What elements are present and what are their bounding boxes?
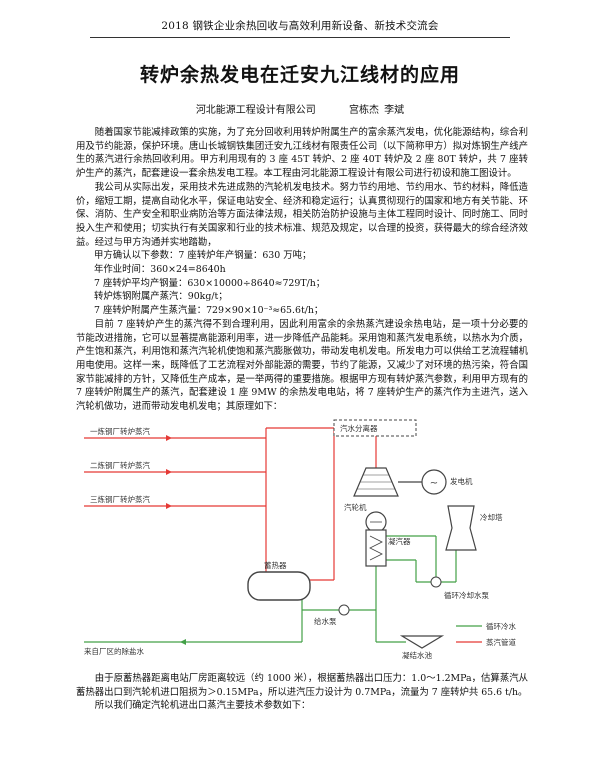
bottom-text: 由于原蓄热器距离电站厂房距离较远（约 1000 米），根据蓄热器出口压力：1.0… [76,672,528,713]
param-line: 甲方确认以下参数：7 座转炉年产钢量：630 万吨； [94,250,312,262]
label-steam3: 三炼钢厂转炉蒸汽 [90,494,150,504]
turbine-blades [357,474,395,490]
arrow-icon [166,469,172,475]
body-text: 随着国家节能减排政策的实施，为了充分回收利用转炉附属生产的富余蒸汽发电，优化能源… [76,126,528,414]
cooling-pump-icon [430,576,442,588]
label-condenser: 凝汽器 [388,536,411,546]
author-names: 宫栋杰 李斌 [349,105,405,116]
steam-lines [84,427,377,581]
label-cooling-tower: 冷却塔 [480,512,503,522]
paragraph-principle: 目前 7 座转炉产生的蒸汽得不到合理利用，因此利用富余的余热蒸汽建设余热电站，是… [76,318,528,413]
process-diagram: ~ 一炼钢厂转炉蒸汽 二炼钢厂转炉蒸汽 三炼钢厂转炉蒸汽 汽水分离器 汽轮机 发… [84,419,516,660]
diagram-labels: 一炼钢厂转炉蒸汽 二炼钢厂转炉蒸汽 三炼钢厂转炉蒸汽 汽水分离器 汽轮机 发电机… [84,423,516,660]
arrow-icon [166,503,172,509]
generator-icon [421,469,447,495]
header-rule [90,37,510,38]
feed-pump-icon [338,604,350,616]
separator-box [333,419,417,437]
cooling-tower-icon [445,505,477,551]
generator-symbol: ~ [430,478,438,489]
condenser-shell [365,529,387,567]
paragraph-pressure: 由于原蓄热器距离电站厂房距离较远（约 1000 米），根据蓄热器出口压力：1.0… [76,673,528,698]
author-company: 河北能源工程设计有限公司 [195,105,316,116]
label-generator: 发电机 [450,476,473,486]
separator [333,419,417,437]
arrow-icon [180,639,186,645]
label-accumulator: 蓄热器 [264,560,287,570]
label-feed-pump: 给水泵 [314,616,337,626]
param-line: 年作业时间：360×24=8640h [94,264,226,276]
label-steam1: 一炼钢厂转炉蒸汽 [90,426,150,436]
legend-steam-label: 蒸汽管道 [486,637,516,647]
label-supply: 来自厂区的除盐水 [84,646,144,656]
paragraph-intro: 随着国家节能减排政策的实施，为了充分回收利用转炉附属生产的富余蒸汽发电，优化能源… [76,127,528,180]
tank-icon [399,635,445,649]
running-header: 2018 钢铁企业余热回收与高效利用新设备、新技术交流会 [161,20,439,32]
author-line: 河北能源工程设计有限公司 宫栋杰 李斌 [0,101,600,116]
label-separator: 汽水分离器 [340,423,378,433]
accumulator-icon [247,571,311,601]
condenser-coil [369,535,383,561]
label-tank: 凝结水池 [402,650,432,660]
paragraph-params-intro: 所以我们确定汽轮机进出口蒸汽主要技术参数如下： [94,700,311,712]
paper-title: 转炉余热发电在迁安九江线材的应用 [139,64,460,86]
label-turbine: 汽轮机 [344,502,367,512]
paragraph-approach: 我公司从实际出发，采用技术先进成熟的汽轮机发电技术。努力节约用地、节约用水、节约… [76,181,528,248]
label-steam2: 二炼钢厂转炉蒸汽 [90,460,150,470]
water-arrows [180,639,186,645]
legend-water-label: 循环冷水 [486,621,516,631]
param-line: 转炉炼钢附属产蒸汽：90kg/t； [94,291,228,303]
param-line: 7 座转炉附属产生蒸汽量：729×90×10⁻³≈65.6t/h； [94,305,324,317]
label-cooling-pump: 循环冷却水泵 [444,590,489,600]
param-line: 7 座转炉平均产钢量：630×10000÷8640≈729T/h； [94,277,326,289]
arrow-icon [166,435,172,441]
steam-arrows [166,435,172,509]
